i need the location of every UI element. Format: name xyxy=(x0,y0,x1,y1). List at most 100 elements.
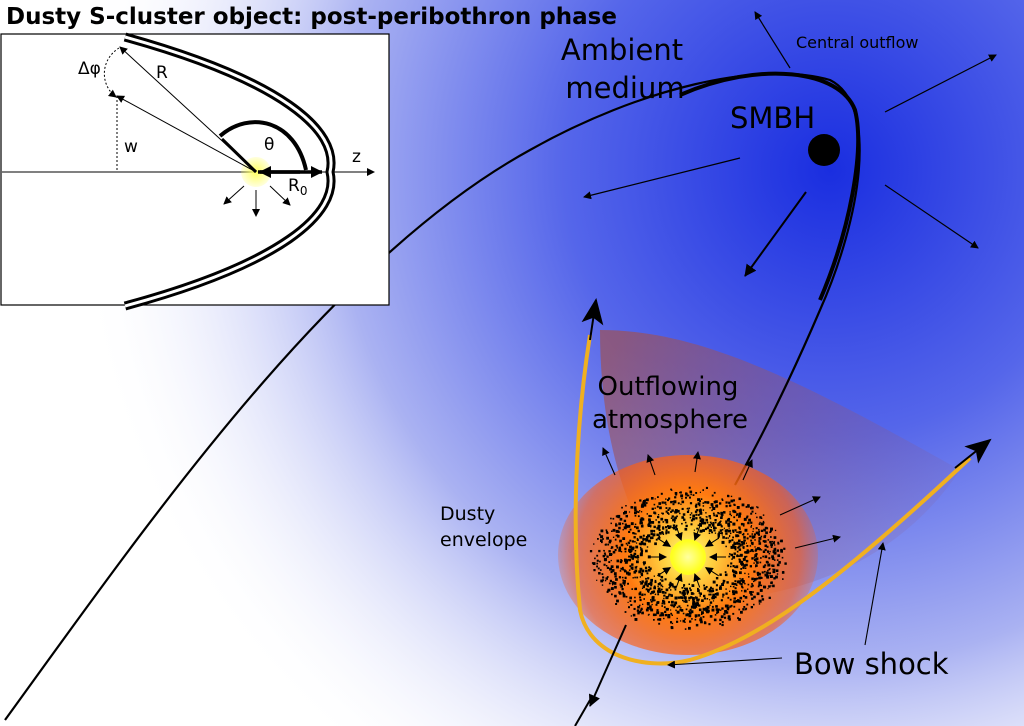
dust-grain xyxy=(722,579,725,582)
dust-grain xyxy=(640,549,644,552)
inflow-arrow xyxy=(693,526,701,541)
dust-grain xyxy=(664,526,668,529)
dust-grain xyxy=(610,547,612,549)
dust-grain xyxy=(661,605,663,607)
dust-grain xyxy=(777,554,781,557)
dust-grain xyxy=(768,596,771,599)
dust-grain xyxy=(717,535,720,538)
dust-grain xyxy=(739,600,741,602)
dust-grain xyxy=(698,608,702,612)
dust-grain xyxy=(623,519,627,523)
dust-grain xyxy=(654,507,656,509)
dust-grain xyxy=(673,500,677,504)
dust-grain xyxy=(737,531,739,533)
dust-grain xyxy=(684,600,688,603)
dust-grain xyxy=(657,590,660,593)
dust-grain xyxy=(612,528,616,532)
dust-grain xyxy=(764,540,767,543)
dust-grain xyxy=(651,497,654,500)
dust-grain xyxy=(747,588,749,590)
dust-grain xyxy=(600,529,604,533)
dust-grain xyxy=(722,581,725,584)
dust-grain xyxy=(769,531,771,533)
dust-grain xyxy=(648,568,651,572)
dust-grain xyxy=(770,536,772,538)
dust-grain xyxy=(712,512,715,515)
dust-grain xyxy=(729,590,731,592)
dust-grain xyxy=(690,512,693,514)
dust-grain xyxy=(679,596,683,599)
dust-grain xyxy=(749,535,752,538)
dust-grain xyxy=(661,602,664,605)
dust-grain xyxy=(614,538,617,541)
dust-grain xyxy=(738,580,741,584)
dust-grain xyxy=(735,514,738,517)
dust-grain xyxy=(754,549,757,552)
dust-grain xyxy=(751,583,753,585)
dust-grain xyxy=(730,553,733,557)
dust-grain xyxy=(732,499,735,502)
dust-grain xyxy=(721,498,723,500)
dust-grain xyxy=(738,618,741,621)
dust-grain xyxy=(758,540,761,543)
dust-grain xyxy=(722,514,724,516)
dust-grain xyxy=(649,536,653,540)
dust-grain xyxy=(735,542,738,545)
dust-grain xyxy=(627,601,629,603)
dust-grain xyxy=(616,546,619,549)
dust-grain xyxy=(598,572,601,575)
dust-grain xyxy=(655,603,658,606)
dust-grain xyxy=(706,598,709,600)
dust-grain xyxy=(768,568,770,571)
dust-grain xyxy=(774,547,777,550)
dust-grain xyxy=(672,605,675,608)
dust-grain xyxy=(650,578,653,582)
dust-grain xyxy=(742,547,745,549)
dust-grain xyxy=(707,590,709,592)
dust-grain xyxy=(709,599,711,601)
dust-grain xyxy=(747,504,750,507)
dust-grain xyxy=(670,621,672,624)
dust-grain xyxy=(673,603,676,607)
dust-grain xyxy=(738,515,741,518)
dust-grain xyxy=(639,522,642,525)
dust-grain xyxy=(653,503,656,506)
dust-grain xyxy=(710,522,713,524)
dust-grain xyxy=(723,582,725,584)
central-outflow-arrow xyxy=(884,184,979,249)
dust-grain xyxy=(742,532,745,535)
dust-grain xyxy=(695,517,698,520)
dust-grain xyxy=(642,538,645,541)
dust-grain xyxy=(630,553,632,556)
dust-grain xyxy=(741,578,744,581)
atmosphere-outflow-arrow xyxy=(779,496,821,516)
dust-grain xyxy=(643,500,646,503)
dust-grain xyxy=(699,508,702,511)
dust-grain xyxy=(758,542,762,545)
dust-grain xyxy=(626,544,629,546)
dust-grain xyxy=(696,509,699,512)
dust-grain xyxy=(661,512,663,514)
dust-grain xyxy=(686,613,690,616)
dust-grain xyxy=(718,512,720,515)
dust-grain xyxy=(603,552,606,555)
dust-grain xyxy=(730,546,733,549)
dust-grain xyxy=(670,510,673,513)
dust-grain xyxy=(647,583,650,586)
outflowing-atmosphere-label-line2: atmosphere xyxy=(592,405,748,435)
dust-grain xyxy=(695,623,699,627)
dust-grain xyxy=(589,550,593,553)
dust-grain xyxy=(651,596,655,599)
dust-grain xyxy=(665,607,669,611)
dust-grain xyxy=(758,537,762,540)
central-outflow-arrow xyxy=(744,191,807,277)
dust-grain xyxy=(671,584,674,587)
dust-grain xyxy=(665,519,669,522)
dust-grain xyxy=(773,551,777,555)
dust-grain xyxy=(682,612,685,615)
dust-grain xyxy=(635,533,637,535)
dust-grain xyxy=(668,601,671,604)
dust-grain xyxy=(640,609,642,612)
dust-grain xyxy=(755,548,758,551)
dust-grain xyxy=(612,517,615,520)
